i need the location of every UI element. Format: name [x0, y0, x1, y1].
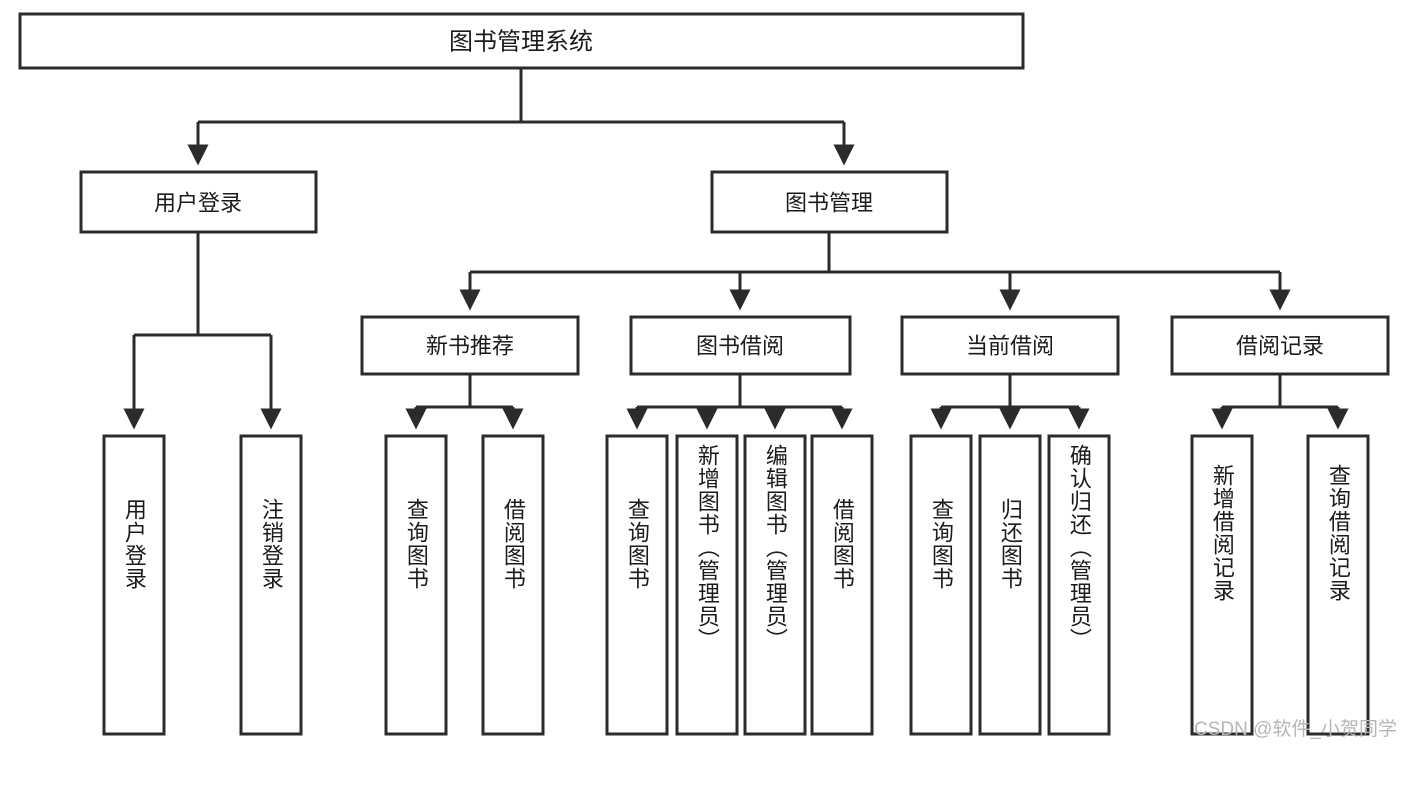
node-current-borrow[interactable]: 当前借阅 [900, 315, 1120, 376]
node-book-manage[interactable]: 图书管理 [710, 170, 949, 234]
leaf-rect-query-book-3[interactable] [909, 434, 973, 736]
node-new-book-recommend[interactable]: 新书推荐 [360, 315, 580, 376]
connector-group-book-borrow [626, 374, 853, 430]
csdn-watermark: CSDN @软件_小贺同学 [1194, 719, 1397, 740]
node-book-manage-label: 图书管理 [785, 191, 873, 216]
connector-group-book-manage [459, 232, 1291, 311]
leaf-rect-borrow-book-1[interactable] [481, 434, 545, 736]
leaf-rect-user-login[interactable] [102, 434, 166, 736]
node-system-title-label: 图书管理系统 [449, 29, 593, 56]
node-book-borrow-label: 图书借阅 [696, 334, 784, 359]
leaf-rect-add-book[interactable] [675, 434, 739, 736]
leaf-rect-query-record[interactable] [1306, 434, 1370, 736]
leaf-rect-logout-login[interactable] [239, 434, 303, 736]
node-book-borrow[interactable]: 图书借阅 [629, 315, 852, 376]
leaf-rect-add-record[interactable] [1190, 434, 1254, 736]
node-system-title[interactable]: 图书管理系统 [18, 12, 1025, 70]
node-current-borrow-label: 当前借阅 [966, 334, 1054, 359]
connector-group-root [187, 68, 855, 166]
leaf-rect-edit-book[interactable] [743, 434, 807, 736]
flowchart-canvas: 图书管理系统 用户登录 图书管理 新书推荐 图书借阅 当前借阅 借阅记录 [18, 12, 1397, 740]
leaf-rect-query-book-2[interactable] [605, 434, 669, 736]
node-borrow-record-label: 借阅记录 [1236, 334, 1324, 359]
leaf-rect-query-book-1[interactable] [384, 434, 448, 736]
flowchart-svg: 图书管理系统 用户登录 图书管理 新书推荐 图书借阅 当前借阅 借阅记录 [18, 12, 1390, 736]
leaf-rect-confirm-return[interactable] [1047, 434, 1111, 736]
leaf-rect-borrow-book-2[interactable] [810, 434, 874, 736]
connector-group-borrow-record [1211, 374, 1349, 430]
leaf-rect-group [102, 434, 1370, 736]
node-user-login-label: 用户登录 [154, 191, 242, 216]
node-new-book-recommend-label: 新书推荐 [426, 334, 514, 359]
connector-group-user-login [123, 232, 282, 430]
connector-group-new-book-recommend [405, 374, 524, 430]
leaf-rect-return-book[interactable] [978, 434, 1042, 736]
node-user-login[interactable]: 用户登录 [79, 170, 318, 234]
connector-group-current-borrow [930, 374, 1090, 430]
node-borrow-record[interactable]: 借阅记录 [1170, 315, 1390, 376]
